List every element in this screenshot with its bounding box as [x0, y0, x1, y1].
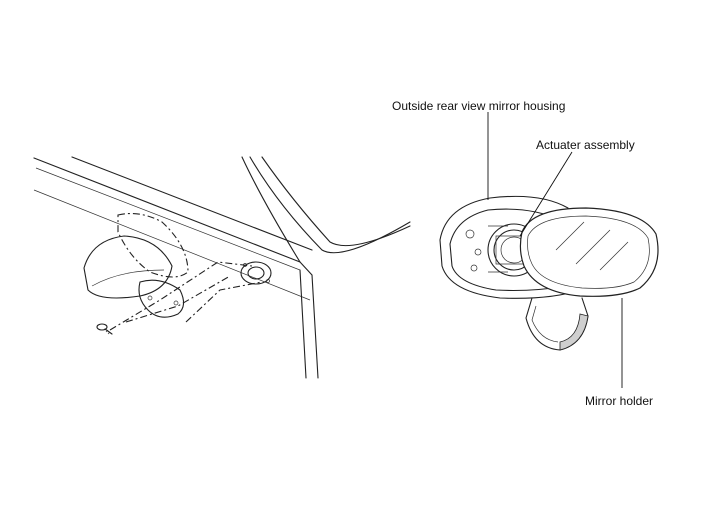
- mirror-holder-glass: [519, 207, 659, 297]
- label-mirror-holder: Mirror holder: [585, 394, 654, 408]
- mirror-assembly-left: [83, 213, 263, 335]
- mounting-screw: [96, 323, 113, 335]
- door-panel: [33, 156, 411, 379]
- label-mirror-housing: Outside rear view mirror housing: [392, 99, 566, 113]
- leader-lines: [487, 112, 623, 388]
- mirror-stem: [525, 297, 589, 351]
- label-actuator-assembly: Actuater assembly: [536, 138, 635, 152]
- door-mount-plate: [240, 261, 272, 285]
